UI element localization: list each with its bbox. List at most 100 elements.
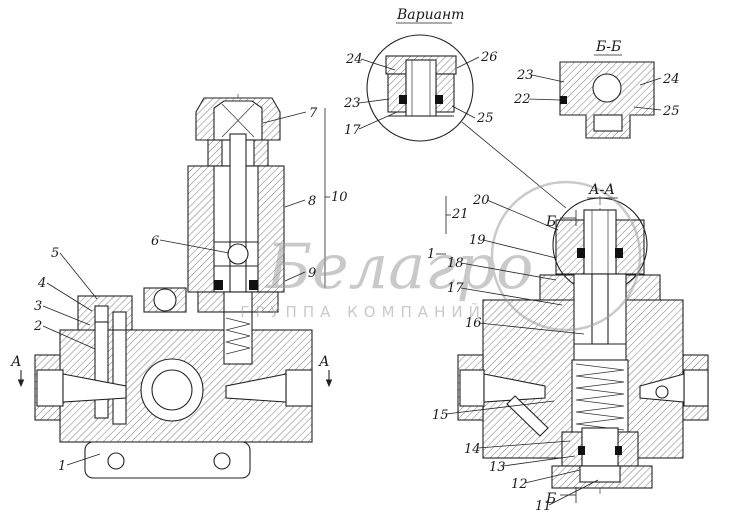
callout-20: 20 bbox=[472, 193, 490, 208]
callout-23: 23 bbox=[343, 96, 361, 111]
spring bbox=[575, 363, 625, 431]
callout-13: 13 bbox=[489, 460, 506, 475]
seal-ring bbox=[578, 446, 585, 455]
detail-connector-line bbox=[461, 121, 567, 209]
watermark-title: Белагро bbox=[265, 230, 533, 303]
leader-line-16 bbox=[478, 322, 585, 335]
variant-plunger bbox=[405, 59, 437, 117]
flange-hole bbox=[107, 452, 125, 470]
callout-22: 22 bbox=[513, 92, 531, 107]
leader-line-24 bbox=[639, 77, 662, 86]
leader-line-19 bbox=[482, 239, 557, 259]
leader-line-12 bbox=[524, 469, 581, 484]
bb-bore bbox=[592, 73, 622, 103]
callout-24: 24 bbox=[345, 52, 363, 67]
leader-line-17 bbox=[358, 111, 398, 130]
seal-ring bbox=[435, 95, 443, 104]
leader-line-22 bbox=[528, 98, 561, 101]
callout-23: 23 bbox=[516, 68, 534, 83]
leader-line-8 bbox=[284, 199, 306, 208]
leader-line-17 bbox=[460, 287, 563, 306]
leader-line-9 bbox=[284, 271, 306, 282]
callout-21: 21 bbox=[451, 207, 469, 222]
callout-10: 10 bbox=[331, 190, 348, 205]
leader-line-14 bbox=[477, 440, 571, 449]
stud-bolt bbox=[112, 311, 127, 425]
callout-17: 17 bbox=[447, 281, 464, 296]
aa-label: А-А bbox=[588, 182, 615, 198]
leader-line-5 bbox=[59, 252, 98, 300]
leader-line-23 bbox=[531, 74, 565, 83]
leader-line-15 bbox=[445, 400, 555, 415]
callout-15: 15 bbox=[432, 408, 449, 423]
callout-17: 17 bbox=[344, 123, 361, 138]
left-section-view bbox=[17, 94, 333, 479]
stud-bolt bbox=[94, 305, 109, 419]
callout-25: 25 bbox=[476, 111, 494, 126]
b-marker-bottom: Б bbox=[545, 491, 556, 507]
callout-7: 7 bbox=[309, 106, 318, 121]
leader-line-23 bbox=[358, 98, 390, 104]
leader-line-18 bbox=[460, 262, 557, 281]
callout-14: 14 bbox=[464, 442, 481, 457]
detail-circle bbox=[366, 34, 474, 142]
valve-ball bbox=[227, 243, 249, 265]
stem bbox=[591, 273, 609, 345]
section-labels: Вариант Б-Б А-А А А Б Б bbox=[10, 7, 622, 507]
leader-line-20 bbox=[486, 199, 559, 231]
callout-2: 2 bbox=[33, 319, 42, 334]
callout-25: 25 bbox=[662, 104, 680, 119]
callout-6: 6 bbox=[151, 234, 159, 249]
watermark-logo-circle bbox=[490, 180, 642, 332]
a-marker-right: А bbox=[318, 354, 330, 370]
leader-line-1 bbox=[66, 453, 101, 466]
callout-1: 1 bbox=[427, 247, 435, 262]
callout-11: 11 bbox=[535, 499, 552, 514]
callout-26: 26 bbox=[480, 50, 498, 65]
spring bbox=[225, 317, 251, 355]
leader-line-2 bbox=[42, 325, 96, 350]
callout-16: 16 bbox=[465, 316, 482, 331]
watermark-subtitle: ГРУППА КОМПАНИЙ bbox=[240, 302, 486, 321]
leader-line-4 bbox=[46, 282, 93, 312]
leader-line-7 bbox=[262, 111, 307, 124]
ear-hole bbox=[153, 288, 177, 312]
variant-detail bbox=[366, 34, 567, 209]
seal-ring bbox=[560, 96, 567, 104]
callout-1: 1 bbox=[58, 459, 66, 474]
plunger bbox=[583, 209, 617, 275]
flange-hole bbox=[213, 452, 231, 470]
seal-ring bbox=[615, 248, 623, 258]
seal-ring bbox=[577, 248, 585, 258]
callout-24: 24 bbox=[662, 72, 680, 87]
seal-ring bbox=[249, 280, 258, 290]
leader-line-24 bbox=[360, 58, 396, 71]
b-marker-top: Б bbox=[545, 214, 556, 230]
seal-ring bbox=[399, 95, 407, 104]
callout-8: 8 bbox=[308, 194, 316, 209]
leader-line-6 bbox=[159, 239, 230, 254]
leader-line-25 bbox=[451, 105, 476, 119]
callout-19: 19 bbox=[469, 233, 486, 248]
callout-4: 4 bbox=[37, 276, 46, 291]
bb-label: Б-Б bbox=[595, 39, 621, 55]
seal-ring bbox=[214, 280, 223, 290]
leader-line-3 bbox=[42, 305, 91, 326]
bb-section-view bbox=[559, 61, 655, 139]
leader-line-26 bbox=[456, 56, 480, 69]
seal-ring bbox=[615, 446, 622, 455]
callout-12: 12 bbox=[511, 477, 528, 492]
callout-9: 9 bbox=[308, 266, 316, 281]
a-marker-left: А bbox=[10, 354, 22, 370]
leader-line-13 bbox=[502, 455, 576, 467]
leader-line-11 bbox=[548, 479, 599, 506]
callout-18: 18 bbox=[447, 256, 464, 271]
stem bbox=[229, 133, 247, 297]
callout-5: 5 bbox=[51, 246, 59, 261]
mounting-flange bbox=[84, 441, 251, 479]
diagonal-passage bbox=[506, 395, 549, 437]
leader-line-25 bbox=[633, 106, 662, 111]
